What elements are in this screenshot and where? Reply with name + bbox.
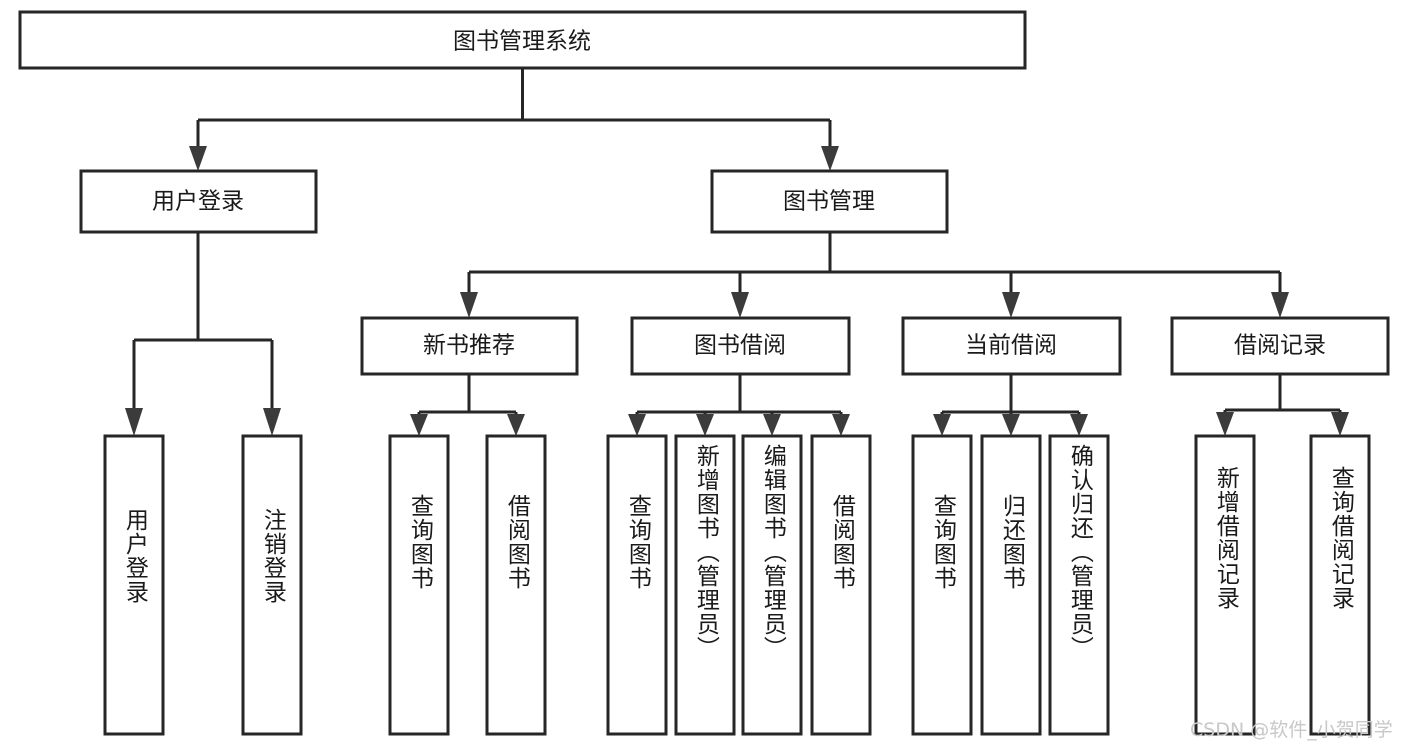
- connector-group-borrow-record: [1216, 374, 1349, 436]
- node-user-login-label: 用户登录: [152, 189, 244, 215]
- leaf-box-user-login-2[interactable]: [241, 434, 303, 736]
- node-current-borrow[interactable]: 当前借阅: [901, 316, 1122, 376]
- node-root-label: 图书管理系统: [453, 29, 591, 55]
- leaf-box-cb-1[interactable]: [911, 434, 973, 736]
- leaf-box-nbr-2[interactable]: [485, 434, 547, 736]
- node-borrow-record-box[interactable]: [1170, 316, 1390, 376]
- arrowhead-leaf-bb-3: [763, 414, 781, 436]
- arrowhead-leaf-cb-2: [1002, 414, 1020, 436]
- leaf-box-bb-4[interactable]: [810, 434, 872, 736]
- connector-group-book-borrow: [628, 374, 850, 436]
- arrowhead-current-borrow: [1002, 292, 1020, 318]
- arrowhead-leaf-bb-2: [696, 414, 714, 436]
- csdn-watermark: CSDN @软件_小贺同学: [1190, 719, 1393, 741]
- connector-group-current-borrow: [933, 374, 1088, 436]
- node-current-borrow-box[interactable]: [901, 316, 1122, 376]
- leaf-box-bb-2[interactable]: [674, 434, 736, 736]
- arrowhead-leaf-br-1: [1216, 412, 1234, 436]
- leaf-boxes-new-book-recommend: [388, 434, 547, 736]
- node-new-book-recommend-label: 新书推荐: [423, 333, 515, 359]
- leaf-boxes-user-login: [103, 434, 303, 736]
- leaf-box-br-1[interactable]: [1194, 434, 1256, 736]
- node-book-manage-label: 图书管理: [783, 189, 875, 215]
- node-current-borrow-label: 当前借阅: [965, 333, 1057, 359]
- arrowhead-book-borrow: [731, 292, 749, 318]
- arrowhead-leaf-bb-1: [628, 414, 646, 436]
- node-new-book-recommend[interactable]: 新书推荐: [360, 316, 579, 376]
- arrowhead-borrow-record: [1271, 292, 1289, 318]
- connector-group-new-book-recommend: [410, 374, 525, 436]
- leaf-box-nbr-1[interactable]: [388, 434, 450, 736]
- arrowhead-leaf-br-2: [1331, 412, 1349, 436]
- arrowhead-leaf-bb-4: [832, 414, 850, 436]
- arrowhead-user-login: [189, 146, 207, 171]
- arrowhead-book-manage: [821, 146, 839, 171]
- leaf-box-user-login-1[interactable]: [103, 434, 165, 736]
- node-user-login[interactable]: 用户登录: [79, 169, 318, 234]
- arrowhead-leaf-cb-1: [933, 414, 951, 436]
- node-book-borrow[interactable]: 图书借阅: [630, 316, 851, 376]
- node-borrow-record-label: 借阅记录: [1234, 333, 1326, 359]
- node-book-borrow-label: 图书借阅: [694, 333, 786, 359]
- arrowhead-leaf-nbr-1: [410, 414, 428, 436]
- node-root[interactable]: 图书管理系统: [18, 10, 1027, 70]
- connector-group-root: [189, 68, 839, 171]
- arrowhead-leaf-cb-3: [1070, 414, 1088, 436]
- arrowhead-leaf-user-login-1: [125, 408, 143, 436]
- leaf-box-cb-2[interactable]: [980, 434, 1042, 736]
- connector-group-book-manage: [460, 232, 1289, 318]
- arrowhead-leaf-nbr-2: [507, 414, 525, 436]
- leaf-box-bb-1[interactable]: [606, 434, 668, 736]
- leaf-box-br-2[interactable]: [1309, 434, 1371, 736]
- node-book-borrow-box[interactable]: [630, 316, 851, 376]
- node-user-login-box[interactable]: [79, 169, 318, 234]
- leaf-boxes-current-borrow: [911, 434, 1110, 736]
- connector-group-user-login: [125, 232, 281, 436]
- node-new-book-recommend-box[interactable]: [360, 316, 579, 376]
- arrowhead-new-book-recommend: [460, 292, 478, 318]
- arrowhead-leaf-user-login-2: [263, 408, 281, 436]
- leaf-box-bb-3[interactable]: [741, 434, 803, 736]
- leaf-boxes-book-borrow: [606, 434, 872, 736]
- node-book-manage-box[interactable]: [710, 169, 949, 234]
- node-root-box[interactable]: [18, 10, 1027, 70]
- node-borrow-record[interactable]: 借阅记录: [1170, 316, 1390, 376]
- leaf-boxes-borrow-record: [1194, 434, 1371, 736]
- node-book-manage[interactable]: 图书管理: [710, 169, 949, 234]
- leaf-box-cb-3[interactable]: [1048, 434, 1110, 736]
